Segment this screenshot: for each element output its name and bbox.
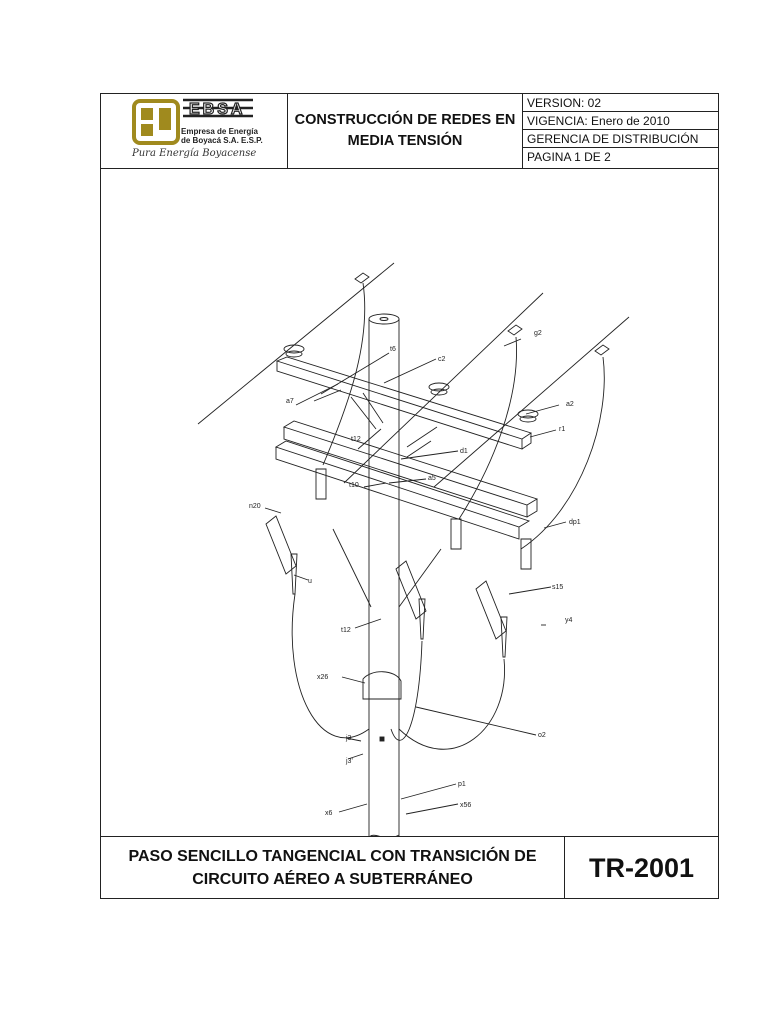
label-j3: j3 (345, 735, 352, 742)
label-n20: n20 (249, 503, 261, 510)
pole-assembly-drawing: t6 c2 g2 a7 a2 r1 t12 d1 t10 a5 n20 dp1 … (101, 169, 718, 909)
gerencia-field: GERENCIA DE DISTRIBUCIÓN (523, 130, 718, 148)
label-x56: x56 (460, 802, 471, 809)
drawing-code: TR-2001 (588, 852, 695, 883)
label-a7: a7 (286, 398, 294, 405)
document-title-line2: MEDIA TENSIÓN (347, 133, 463, 149)
label-c2: c2 (438, 356, 446, 363)
label-x26: x26 (317, 674, 328, 681)
label-y4: y4 (565, 617, 573, 624)
document-meta: VERSION: 02 VIGENCIA: Enero de 2010 GERE… (523, 94, 718, 168)
document-sheet: EBSA Empresa de Energía de Boyacá S.A. E… (100, 93, 719, 909)
label-t12-top: t12 (351, 436, 361, 443)
drawing-title-line1: PASO SENCILLO TANGENCIAL CON TRANSICIÓN … (128, 848, 537, 865)
label-a2: a2 (566, 401, 574, 408)
label-j3-prime: j3' (345, 758, 353, 765)
label-r1: r1 (559, 426, 565, 433)
company-name-line2: de Boyacá S.A. E.S.P. (181, 136, 263, 145)
label-a5: a5 (428, 475, 436, 482)
label-u-top: u (308, 578, 312, 585)
label-dp1: dp1 (569, 519, 581, 526)
document-title-line1: CONSTRUCCIÓN DE REDES EN (294, 112, 516, 128)
company-name-line1: Empresa de Energía (181, 127, 258, 136)
label-o2: o2 (538, 732, 546, 739)
label-t10: t10 (349, 482, 359, 489)
ebsa-logo-mark: EBSA (132, 98, 253, 145)
drawing-title: PASO SENCILLO TANGENCIAL CON TRANSICIÓN … (101, 837, 565, 899)
version-field: VERSION: 02 (523, 94, 718, 112)
label-g2: g2 (534, 330, 542, 337)
label-s15: s15 (552, 584, 563, 591)
drawing-title-line2: CIRCUITO AÉREO A SUBTERRÁNEO (192, 871, 473, 888)
label-p1: p1 (458, 781, 466, 788)
pagina-field: PAGINA 1 DE 2 (527, 150, 611, 164)
label-t6: t6 (390, 346, 396, 353)
title-block-header: EBSA Empresa de Energía de Boyacá S.A. E… (101, 94, 718, 169)
brand-wordmark: EBSA (189, 101, 245, 118)
title-block-footer: PASO SENCILLO TANGENCIAL CON TRANSICIÓN … (101, 836, 718, 899)
label-t12-low: t12 (341, 627, 351, 634)
document-title: CONSTRUCCIÓN DE REDES EN MEDIA TENSIÓN (288, 94, 523, 168)
company-logo: EBSA Empresa de Energía de Boyacá S.A. E… (101, 94, 288, 168)
label-x6: x6 (325, 810, 333, 817)
label-d1: d1 (460, 448, 468, 455)
company-slogan: Pura Energía Boyacense (132, 148, 257, 159)
technical-illustration: t6 c2 g2 a7 a2 r1 t12 d1 t10 a5 n20 dp1 … (197, 262, 630, 909)
vigencia-field: VIGENCIA: Enero de 2010 (523, 112, 718, 130)
